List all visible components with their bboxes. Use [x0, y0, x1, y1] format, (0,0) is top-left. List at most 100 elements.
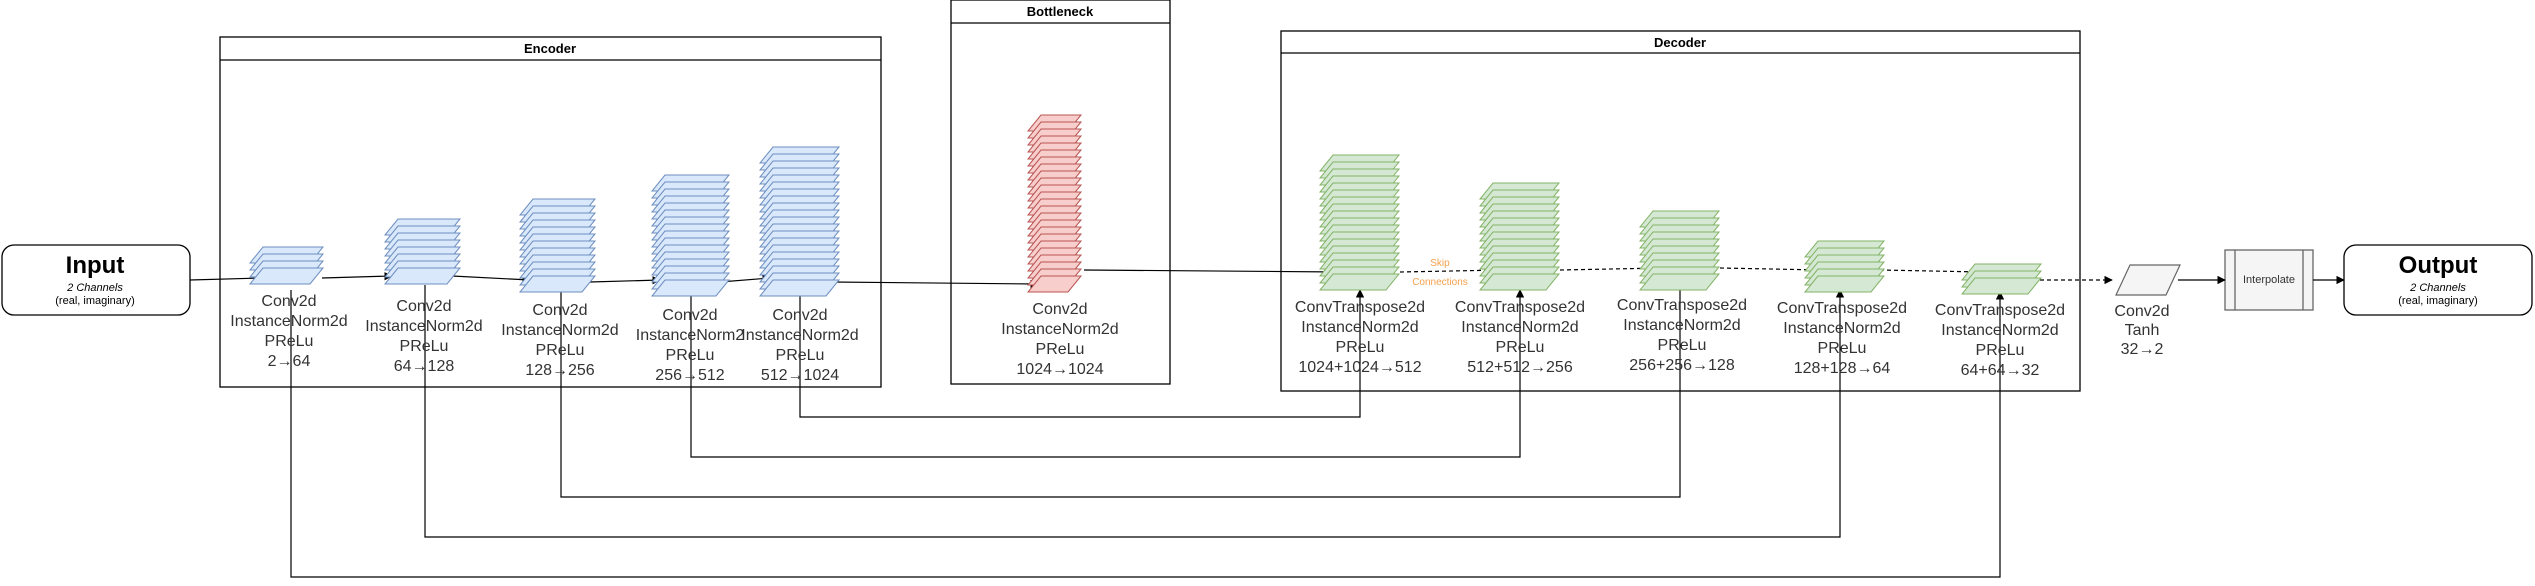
caption-line: InstanceNorm2d	[365, 318, 482, 335]
bottleneck-group: Bottleneck	[950, 0, 1171, 385]
caption-line: PReLu	[1658, 337, 1707, 354]
caption-line: ConvTranspose2d	[1295, 299, 1425, 316]
input-title: Input	[66, 252, 125, 279]
caption-line: PReLu	[265, 333, 314, 350]
interpolate-node: Interpolate	[2224, 249, 2314, 311]
caption-line: PReLu	[1496, 339, 1545, 356]
encoder-group: Encoder	[219, 36, 882, 388]
caption-line: InstanceNorm2d	[230, 313, 347, 330]
caption-line: 32→2	[2121, 341, 2164, 358]
caption-line: PReLu	[536, 342, 585, 359]
caption-line: 128→256	[525, 362, 594, 379]
input-detail: (real, imaginary)	[55, 295, 134, 307]
caption-line: InstanceNorm2d	[1461, 319, 1578, 336]
decoder-block-5-caption: ConvTranspose2dInstanceNorm2dPReLu64+64→…	[1935, 302, 2065, 379]
block-captions: Conv2dInstanceNorm2dPReLu2→64Conv2dInsta…	[230, 293, 2169, 384]
caption-line: ConvTranspose2d	[1617, 297, 1747, 314]
caption-line: InstanceNorm2d	[1301, 319, 1418, 336]
decoder-stack-1	[1318, 154, 1401, 291]
interpolate-label: Interpolate	[2243, 274, 2295, 286]
caption-line: Conv2d	[532, 302, 587, 319]
encoder-stack-5	[758, 146, 841, 297]
caption-line: 512→1024	[761, 367, 839, 384]
decoder-stack-3	[1638, 210, 1721, 291]
caption-line: InstanceNorm2d	[1001, 321, 1118, 338]
caption-line: InstanceNorm2	[636, 327, 745, 344]
caption-line: 256+256→128	[1629, 357, 1735, 374]
caption-line: ConvTranspose2d	[1935, 302, 2065, 319]
caption-line: Conv2d	[396, 298, 451, 315]
bottleneck-stack	[1026, 114, 1083, 293]
caption-line: PReLu	[666, 347, 715, 364]
decoder-stack-4	[1803, 240, 1886, 293]
caption-line: ConvTranspose2d	[1777, 300, 1907, 317]
encoder-stack-3	[518, 198, 597, 293]
decoder-stack-5	[1960, 263, 2043, 295]
feature-map-layer	[1478, 273, 1561, 291]
caption-line: InstanceNorm2d	[1941, 322, 2058, 339]
caption-line: 256→512	[655, 367, 724, 384]
feature-map-layer	[758, 279, 841, 297]
feature-map-layer	[518, 275, 597, 293]
decoder-stack-2	[1478, 182, 1561, 291]
caption-line: PReLu	[400, 338, 449, 355]
encoder-title: Encoder	[524, 41, 576, 56]
encoder-stack-4	[650, 174, 731, 297]
decoder-title: Decoder	[1654, 35, 1706, 50]
caption-line: Conv2d	[772, 307, 827, 324]
skip-label-line2: Connections	[1412, 277, 1468, 288]
skip-label-line1: Skip	[1430, 258, 1450, 269]
final-conv-node	[2115, 264, 2181, 296]
output-title: Output	[2399, 252, 2478, 279]
caption-line: 64→128	[394, 358, 455, 375]
caption-line: Conv2d	[2114, 303, 2169, 320]
output-detail: (real, imaginary)	[2398, 295, 2477, 307]
caption-line: 1024→1024	[1016, 361, 1103, 378]
bottleneck-title: Bottleneck	[1027, 4, 1094, 19]
caption-line: PReLu	[1818, 340, 1867, 357]
feature-map-layer	[383, 267, 462, 285]
feature-map-layer	[248, 267, 325, 285]
caption-line: Conv2d	[1032, 301, 1087, 318]
caption-line: 64+64→32	[1961, 362, 2040, 379]
caption-line: InstanceNorm2d	[1783, 320, 1900, 337]
caption-line: PReLu	[1336, 339, 1385, 356]
skip-connections-label: Skip Connections	[1412, 258, 1468, 288]
caption-line: Conv2d	[261, 293, 316, 310]
output-subtitle: 2 Channels	[2409, 282, 2466, 294]
input-node: Input 2 Channels (real, imaginary)	[1, 244, 191, 316]
feature-map-layer	[1318, 273, 1401, 291]
caption-line: Conv2d	[662, 307, 717, 324]
skip-connections	[290, 282, 2005, 578]
caption-line: PReLu	[776, 347, 825, 364]
caption-line: 128+128→64	[1794, 360, 1891, 377]
forward-flow	[189, 267, 2345, 289]
caption-line: 1024+1024→512	[1298, 359, 1421, 376]
feature-map-layer	[1803, 275, 1886, 293]
input-subtitle: 2 Channels	[66, 282, 123, 294]
feature-map-layer	[1960, 277, 2043, 295]
caption-line: Tanh	[2125, 322, 2160, 339]
caption-line: InstanceNorm2d	[741, 327, 858, 344]
caption-line: InstanceNorm2d	[1623, 317, 1740, 334]
caption-line: 2→64	[268, 353, 311, 370]
encoder-stack-2	[383, 218, 462, 285]
encoder-stack-1	[248, 246, 325, 285]
feature-map-layer	[1026, 275, 1083, 293]
caption-line: PReLu	[1036, 341, 1085, 358]
caption-line: InstanceNorm2d	[501, 322, 618, 339]
caption-line: ConvTranspose2d	[1455, 299, 1585, 316]
caption-line: 512+512→256	[1467, 359, 1573, 376]
